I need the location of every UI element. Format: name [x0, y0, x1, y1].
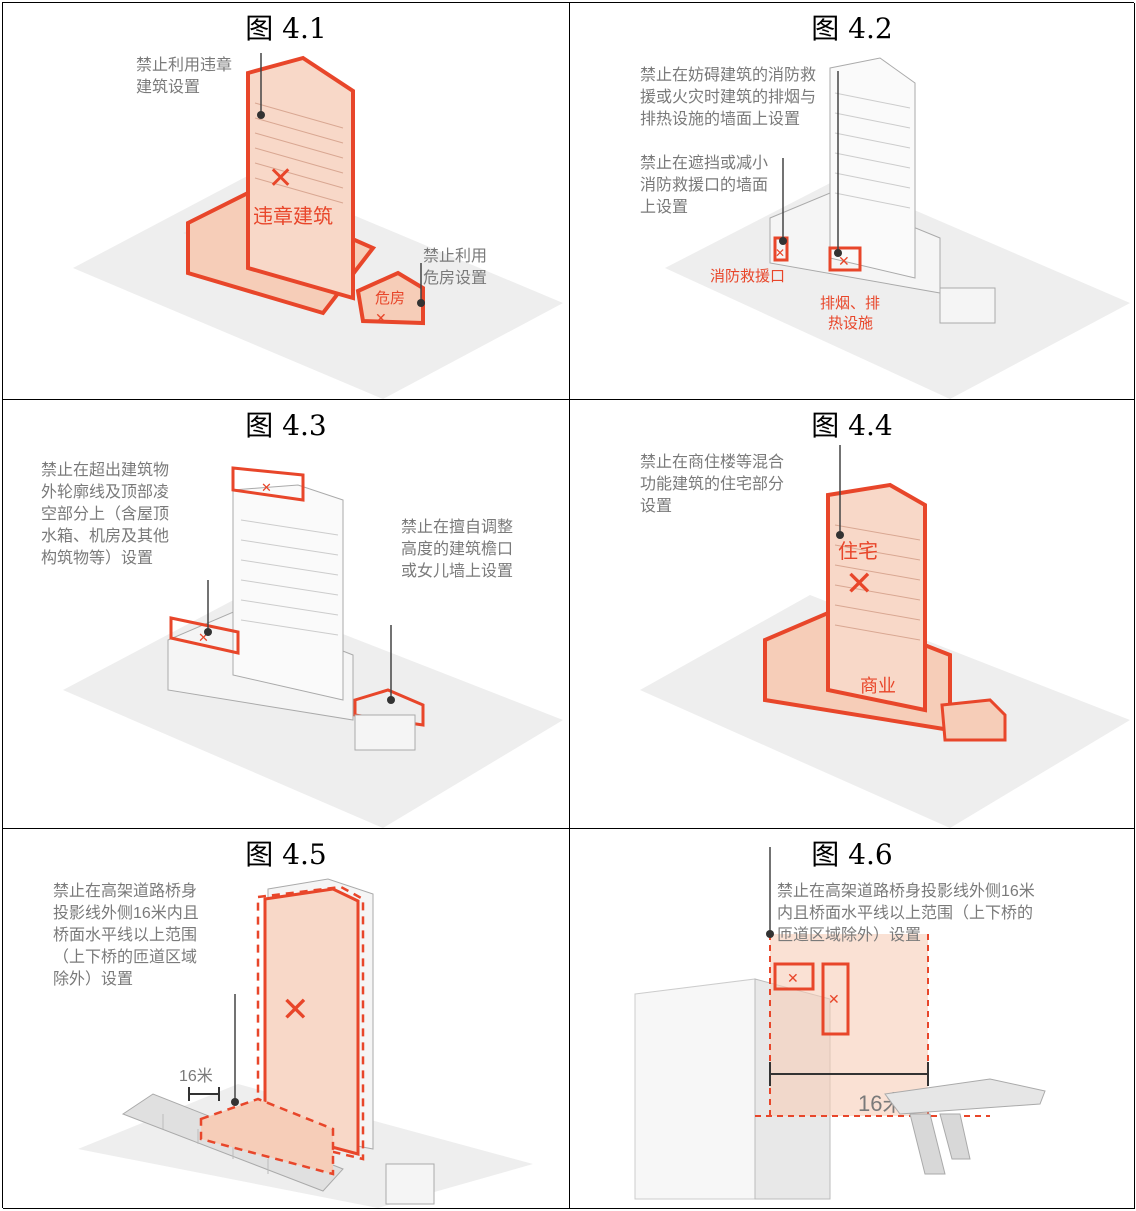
illustration-4-4: 住宅 ✕ 商业	[640, 445, 1130, 828]
caption: 禁止在妨碍建筑的消防救 援或火灾时建筑的排烟与 排热设施的墙面上设置	[640, 67, 817, 128]
caption: 禁止在超出建筑物 外轮廓线及顶部凌 空部分上（含屋顶 水箱、机房及其他 构筑物等…	[41, 462, 170, 567]
dangerous-house-label: 危房	[375, 290, 405, 307]
figure-title: 图 4.4	[811, 409, 893, 442]
svg-text:✕: ✕	[775, 246, 785, 260]
caption: 禁止利用违章 建筑设置	[136, 57, 233, 96]
svg-text:✕: ✕	[261, 480, 272, 495]
figure-4-6: 图 4.6 ✕ ✕ 16米 禁止在高架道路桥身投影线外侧16米 内且桥面水平线以…	[570, 829, 1135, 1209]
svg-text:✕: ✕	[828, 991, 840, 1007]
smoke-exhaust-label: 排烟、排热设施	[820, 295, 880, 332]
svg-text:✕: ✕	[281, 991, 310, 1029]
fire-rescue-label: 消防救援口	[710, 268, 785, 285]
figure-title: 图 4.5	[245, 838, 327, 871]
svg-text:✕: ✕	[375, 310, 387, 326]
illustration-4-1: ✕ 违章建筑 危房 ✕	[73, 53, 563, 399]
figure-4-5: 图 4.5 ✕ 16米 禁止在高架道路桥身 投影线外侧16米内且 桥面水平线以上…	[3, 829, 570, 1209]
residential-label: 住宅	[838, 540, 878, 563]
caption: 禁止在商住楼等混合 功能建筑的住宅部分 设置	[640, 454, 785, 515]
svg-text:✕: ✕	[787, 970, 799, 986]
caption: 禁止在擅自调整 高度的建筑檐口 或女儿墙上设置	[401, 519, 514, 580]
figure-title: 图 4.6	[811, 838, 893, 871]
illegal-building-label: 违章建筑	[253, 205, 333, 228]
illustration-4-6: ✕ ✕ 16米	[634, 847, 1046, 1200]
figure-4-1: 图 4.1 ✕ 违章建筑 危房 ✕ 禁止利用违章 建筑设置 禁止利用 危房设置	[3, 3, 570, 400]
figure-4-4: 图 4.4 住宅 ✕ 商业 禁止在商住楼等混合 功能建筑的住宅部分 设置	[570, 400, 1135, 829]
caption: 禁止在高架道路桥身投影线外侧16米 内且桥面水平线以上范围（上下桥的 匝道区域除…	[777, 883, 1035, 944]
caption: 禁止利用 危房设置	[423, 248, 488, 287]
distance-label: 16米	[179, 1067, 213, 1085]
caption: 禁止在遮挡或减小 消防救援口的墙面 上设置	[640, 155, 769, 216]
illustration-4-2: ✕ ✕ 消防救援口 排烟、排热设施	[665, 57, 1130, 399]
caption: 禁止在高架道路桥身 投影线外侧16米内且 桥面水平线以上范围 （上下桥的匝道区域…	[53, 883, 199, 988]
svg-text:✕: ✕	[845, 565, 874, 603]
figure-4-3: 图 4.3 ✕ ✕ 禁止在超出建筑物 外轮廓线及顶部凌 空部分上（含屋顶 水箱、…	[3, 400, 570, 829]
figure-4-2: 图 4.2 ✕ ✕ 消防救援口 排烟、排热设施 禁止在妨碍建筑的消防救 援或火灾…	[570, 3, 1135, 400]
illustration-4-5: ✕ 16米	[78, 878, 533, 1208]
cross-mark: ✕	[268, 162, 293, 195]
figure-title: 图 4.1	[245, 12, 327, 45]
commercial-label: 商业	[860, 676, 896, 696]
figure-title: 图 4.2	[811, 12, 893, 45]
svg-text:✕: ✕	[838, 253, 850, 269]
illustration-4-3: ✕ ✕	[63, 466, 563, 828]
svg-text:✕: ✕	[198, 630, 209, 645]
figure-title: 图 4.3	[245, 409, 327, 442]
